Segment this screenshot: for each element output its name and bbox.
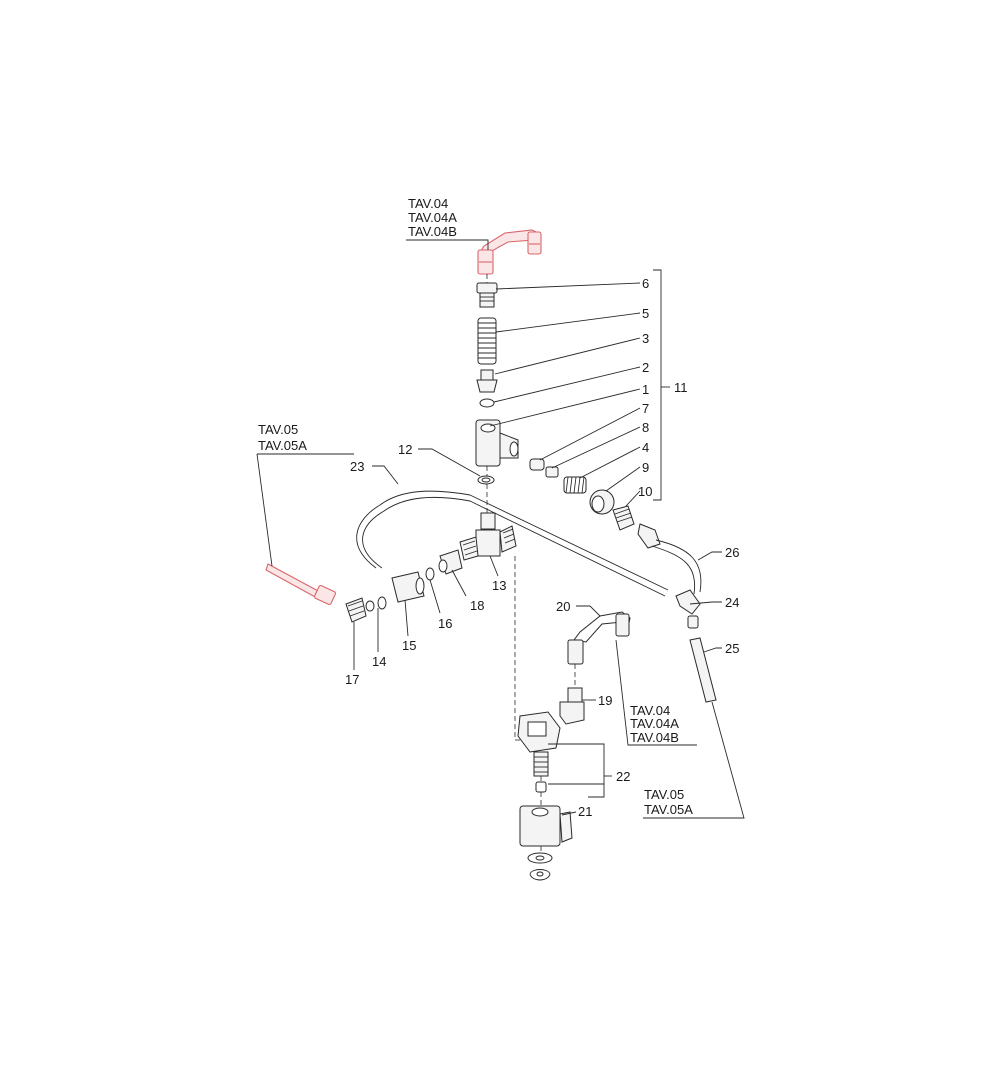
callout-8: 8 — [642, 420, 649, 435]
tee-assembly — [345, 512, 517, 623]
callout-25: 25 — [725, 641, 739, 656]
callout-15: 15 — [402, 638, 416, 653]
callout-16: 16 — [438, 616, 452, 631]
callout-19: 19 — [598, 693, 612, 708]
callout-23: 23 — [350, 459, 364, 474]
ref-tav05-left-line-2: TAV.05A — [258, 438, 307, 453]
valve-stack — [475, 282, 519, 485]
tav05-left-wand — [265, 563, 337, 606]
ref-tav04-top-line-3: TAV.04B — [408, 224, 457, 239]
ref-tav04-right-line-2: TAV.04A — [630, 716, 679, 731]
ref-tav05-right: TAV.05 TAV.05A — [644, 787, 693, 817]
callout-labels: 6 5 3 2 1 7 8 4 9 10 11 12 23 13 18 16 1… — [345, 276, 739, 819]
ref-tav05-right-line-2: TAV.05A — [644, 802, 693, 817]
ref-tav04-right-line-1: TAV.04 — [630, 703, 670, 718]
callout-20: 20 — [556, 599, 570, 614]
ref-tav05-right-line-1: TAV.05 — [644, 787, 684, 802]
tav04-top-spout — [477, 229, 542, 275]
ref-tav05-left: TAV.05 TAV.05A — [258, 422, 307, 453]
callout-4: 4 — [642, 440, 649, 455]
y-connector-and-hose — [675, 589, 717, 703]
callout-5: 5 — [642, 306, 649, 321]
leader-lines — [256, 239, 745, 819]
callout-18: 18 — [470, 598, 484, 613]
callout-13: 13 — [492, 578, 506, 593]
ref-tav04-right-line-3: TAV.04B — [630, 730, 679, 745]
callout-24: 24 — [725, 595, 739, 610]
callout-7: 7 — [642, 401, 649, 416]
ref-tav04-top-line-1: TAV.04 — [408, 196, 448, 211]
callout-3: 3 — [642, 331, 649, 346]
callout-2: 2 — [642, 360, 649, 375]
callout-22: 22 — [616, 769, 630, 784]
callout-26: 26 — [725, 545, 739, 560]
coil-21 — [519, 805, 573, 881]
callout-9: 9 — [642, 460, 649, 475]
callout-1: 1 — [642, 382, 649, 397]
callout-11: 11 — [674, 380, 688, 395]
callout-17: 17 — [345, 672, 359, 687]
ref-tav04-right: TAV.04 TAV.04A TAV.04B — [630, 703, 679, 745]
solenoid-valve-22 — [517, 711, 561, 793]
callout-21: 21 — [578, 804, 592, 819]
assembly-guides — [486, 274, 576, 853]
ref-tav04-top: TAV.04 TAV.04A TAV.04B — [408, 196, 457, 239]
side-valve-parts — [529, 458, 702, 595]
callout-6: 6 — [642, 276, 649, 291]
callout-12: 12 — [398, 442, 412, 457]
ref-tav05-left-line-1: TAV.05 — [258, 422, 298, 437]
lower-spout-20 — [567, 611, 631, 665]
callout-14: 14 — [372, 654, 386, 669]
tube-23 — [356, 490, 669, 597]
ref-tav04-top-line-2: TAV.04A — [408, 210, 457, 225]
elbow-19 — [559, 687, 585, 725]
callout-10: 10 — [638, 484, 652, 499]
